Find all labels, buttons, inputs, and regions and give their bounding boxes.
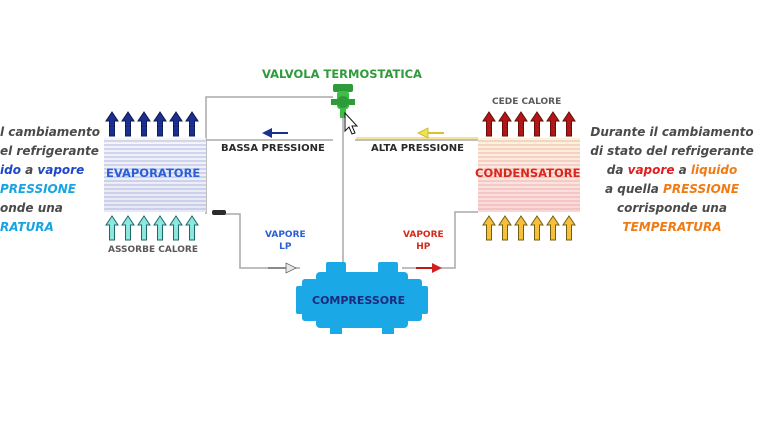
left-text-line4: PRESSIONE [0, 182, 76, 196]
cold-up-arrow [137, 215, 151, 241]
cold-up-arrow [169, 215, 183, 241]
left-text-line6: RATURA [0, 220, 54, 234]
right-text-line4-a: a quella [604, 182, 664, 196]
warm-up-arrow [482, 215, 496, 241]
condenser-coil [478, 138, 580, 212]
right-text-line6: TEMPERATURA [622, 220, 722, 234]
flow-arrow-low-pressure [262, 128, 288, 138]
evaporator-coil [104, 138, 226, 215]
flow-arrow-vapor-lp [268, 262, 297, 274]
right-text-line1: Durante il cambiamento [590, 125, 754, 139]
vapor-lp-label-line2: LP [279, 242, 292, 252]
flow-arrow-vapor-hp [416, 263, 442, 273]
right-text-line3-b: vapore [627, 163, 675, 177]
left-text-line3-c: vapore [37, 163, 85, 177]
condenser-top-arrows [482, 111, 576, 137]
evaporator-top-arrows [105, 111, 199, 137]
left-explanation-text: l cambiamento el refrigerante ido a vapo… [0, 123, 100, 237]
right-text-line4: a quella PRESSIONE [588, 180, 756, 199]
right-text-line3-d: liquido [690, 163, 738, 177]
absorbs-heat-label: ASSORBE CALORE [108, 245, 198, 255]
evaporator-label: EVAPORATORE [106, 166, 201, 180]
right-text-line3: da vapore a liquido [588, 161, 756, 180]
cold-up-arrow [121, 111, 135, 137]
left-text-line3: ido a vapore [0, 161, 100, 180]
warm-up-arrow [498, 215, 512, 241]
left-text-line3-a: ido [0, 163, 21, 177]
hot-up-arrow [514, 111, 528, 137]
cold-up-arrow [185, 111, 199, 137]
cold-up-arrow [105, 215, 119, 241]
thermostatic-valve-icon [331, 84, 355, 118]
cold-up-arrow [169, 111, 183, 137]
left-text-line2: el refrigerante [0, 144, 99, 158]
right-text-line5: corrisponde una [617, 201, 727, 215]
mouse-pointer-icon [344, 111, 359, 135]
vapor-hp-label-line2: HP [416, 242, 431, 252]
right-text-line2: di stato del refrigerante [590, 144, 754, 158]
condenser-label: CONDENSATORE [475, 166, 581, 180]
cold-up-arrow [105, 111, 119, 137]
hot-up-arrow [482, 111, 496, 137]
condenser-bottom-arrows [482, 215, 576, 241]
warm-up-arrow [562, 215, 576, 241]
cold-up-arrow [153, 215, 167, 241]
right-text-line3-a: da [606, 163, 628, 177]
compressor-label: COMPRESSORE [312, 294, 406, 307]
evaporator-bottom-arrows [105, 215, 199, 241]
warm-up-arrow [546, 215, 560, 241]
hot-up-arrow [562, 111, 576, 137]
warm-up-arrow [530, 215, 544, 241]
left-text-line5: onde una [0, 201, 63, 215]
right-explanation-text: Durante il cambiamento di stato del refr… [588, 123, 756, 237]
right-text-line3-c: a [674, 163, 691, 177]
vapor-hp-label: VAPORE HP [403, 229, 444, 253]
vapor-lp-label: VAPORE LP [265, 229, 306, 253]
valve-label: VALVOLA TERMOSTATICA [262, 67, 422, 81]
warm-up-arrow [514, 215, 528, 241]
cold-up-arrow [185, 215, 199, 241]
vapor-lp-label-line1: VAPORE [265, 230, 306, 240]
vapor-hp-label-line1: VAPORE [403, 230, 444, 240]
compressor [296, 262, 428, 334]
low-pressure-label: BASSA PRESSIONE [221, 143, 325, 154]
hot-up-arrow [546, 111, 560, 137]
left-text-line1: l cambiamento [0, 125, 100, 139]
cold-up-arrow [153, 111, 167, 137]
cold-up-arrow [137, 111, 151, 137]
releases-heat-label: CEDE CALORE [492, 97, 562, 107]
hot-up-arrow [530, 111, 544, 137]
flow-arrow-high-pressure [417, 127, 444, 139]
hot-up-arrow [498, 111, 512, 137]
cold-up-arrow [121, 215, 135, 241]
left-text-line3-b: a [20, 163, 38, 177]
high-pressure-label: ALTA PRESSIONE [371, 143, 464, 154]
right-text-line4-b: PRESSIONE [663, 182, 740, 196]
